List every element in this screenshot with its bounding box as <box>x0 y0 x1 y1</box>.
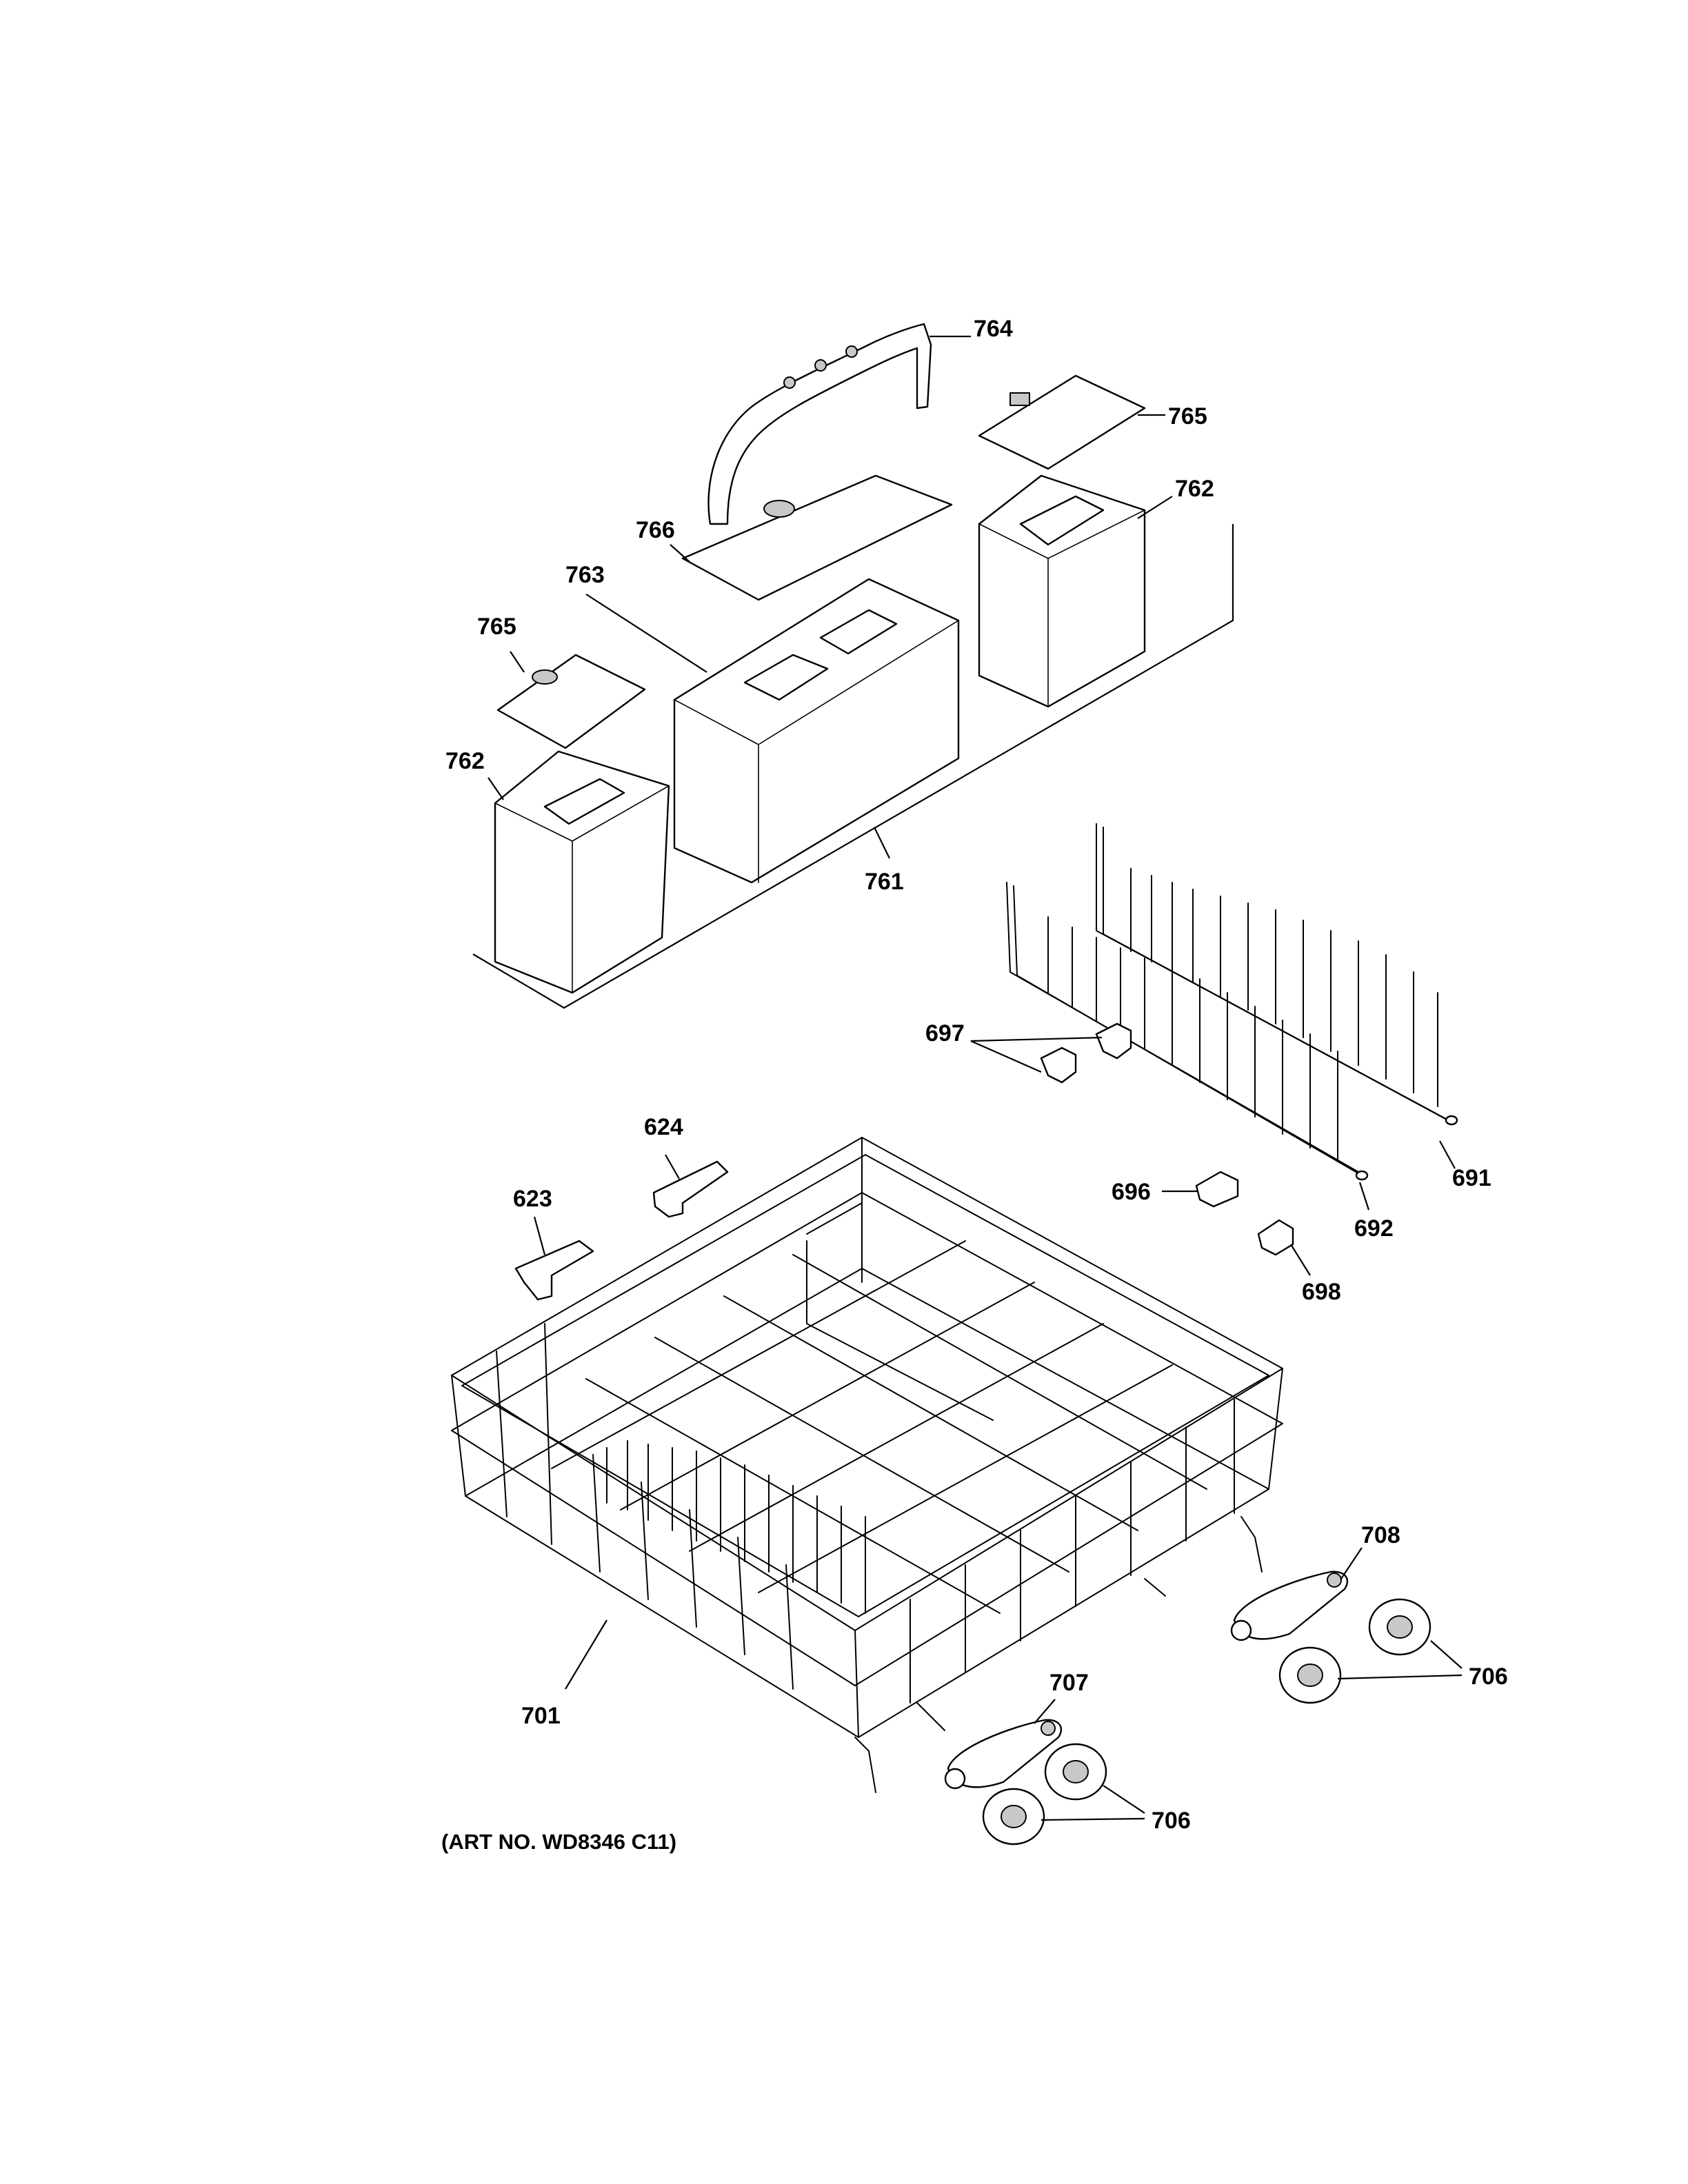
label-763: 763 <box>565 562 605 588</box>
label-706-rear: 706 <box>1469 1664 1508 1690</box>
tine-clip-698 <box>1257 1219 1294 1256</box>
wheel-front-b <box>982 1788 1045 1846</box>
art-number: (ART NO. WD8346 C11) <box>441 1830 676 1854</box>
basket-cover-center <box>681 474 953 601</box>
label-697: 697 <box>925 1020 965 1046</box>
wheel-rear-a <box>1368 1598 1431 1656</box>
basket-cover-left <box>496 654 646 749</box>
label-706-front: 706 <box>1152 1808 1191 1834</box>
label-764: 764 <box>974 316 1013 342</box>
label-766: 766 <box>636 517 675 543</box>
wheel-carrier-front <box>944 1719 1063 1790</box>
label-696: 696 <box>1112 1179 1151 1205</box>
label-707: 707 <box>1049 1670 1089 1696</box>
label-624: 624 <box>644 1114 683 1140</box>
label-762-left: 762 <box>445 748 485 774</box>
label-765-left: 765 <box>477 614 516 640</box>
label-691: 691 <box>1452 1165 1491 1191</box>
small-basket-left <box>494 750 670 994</box>
center-basket <box>673 578 960 884</box>
label-708: 708 <box>1361 1522 1400 1548</box>
part-labels: 764 765 762 766 763 765 762 761 697 691 … <box>441 316 1508 1854</box>
label-765-right: 765 <box>1168 403 1207 429</box>
tine-row-rear <box>1096 823 1458 1126</box>
basket-cover-right <box>978 374 1146 470</box>
tine-clip-697a <box>1040 1046 1077 1084</box>
rack-clip-623 <box>514 1240 594 1301</box>
label-698: 698 <box>1302 1279 1341 1305</box>
basket-assembly-outline <box>472 524 1234 1009</box>
wheel-carrier-rear <box>1230 1570 1349 1641</box>
tine-clip-696 <box>1195 1171 1239 1208</box>
basket-handle <box>707 323 932 525</box>
tine-clip-697b <box>1095 1022 1132 1060</box>
rack-clip-624 <box>652 1160 729 1218</box>
wheel-front-a <box>1044 1743 1107 1801</box>
label-692: 692 <box>1354 1215 1394 1242</box>
wheel-rear-b <box>1278 1646 1342 1704</box>
label-701: 701 <box>521 1703 561 1729</box>
lower-rack <box>451 1137 1283 1793</box>
tine-row-front <box>1006 882 1369 1181</box>
small-basket-right <box>978 474 1146 708</box>
leader-lines <box>488 335 1463 1821</box>
label-761: 761 <box>865 869 904 895</box>
label-623: 623 <box>513 1186 552 1212</box>
label-762-right: 762 <box>1175 476 1214 502</box>
